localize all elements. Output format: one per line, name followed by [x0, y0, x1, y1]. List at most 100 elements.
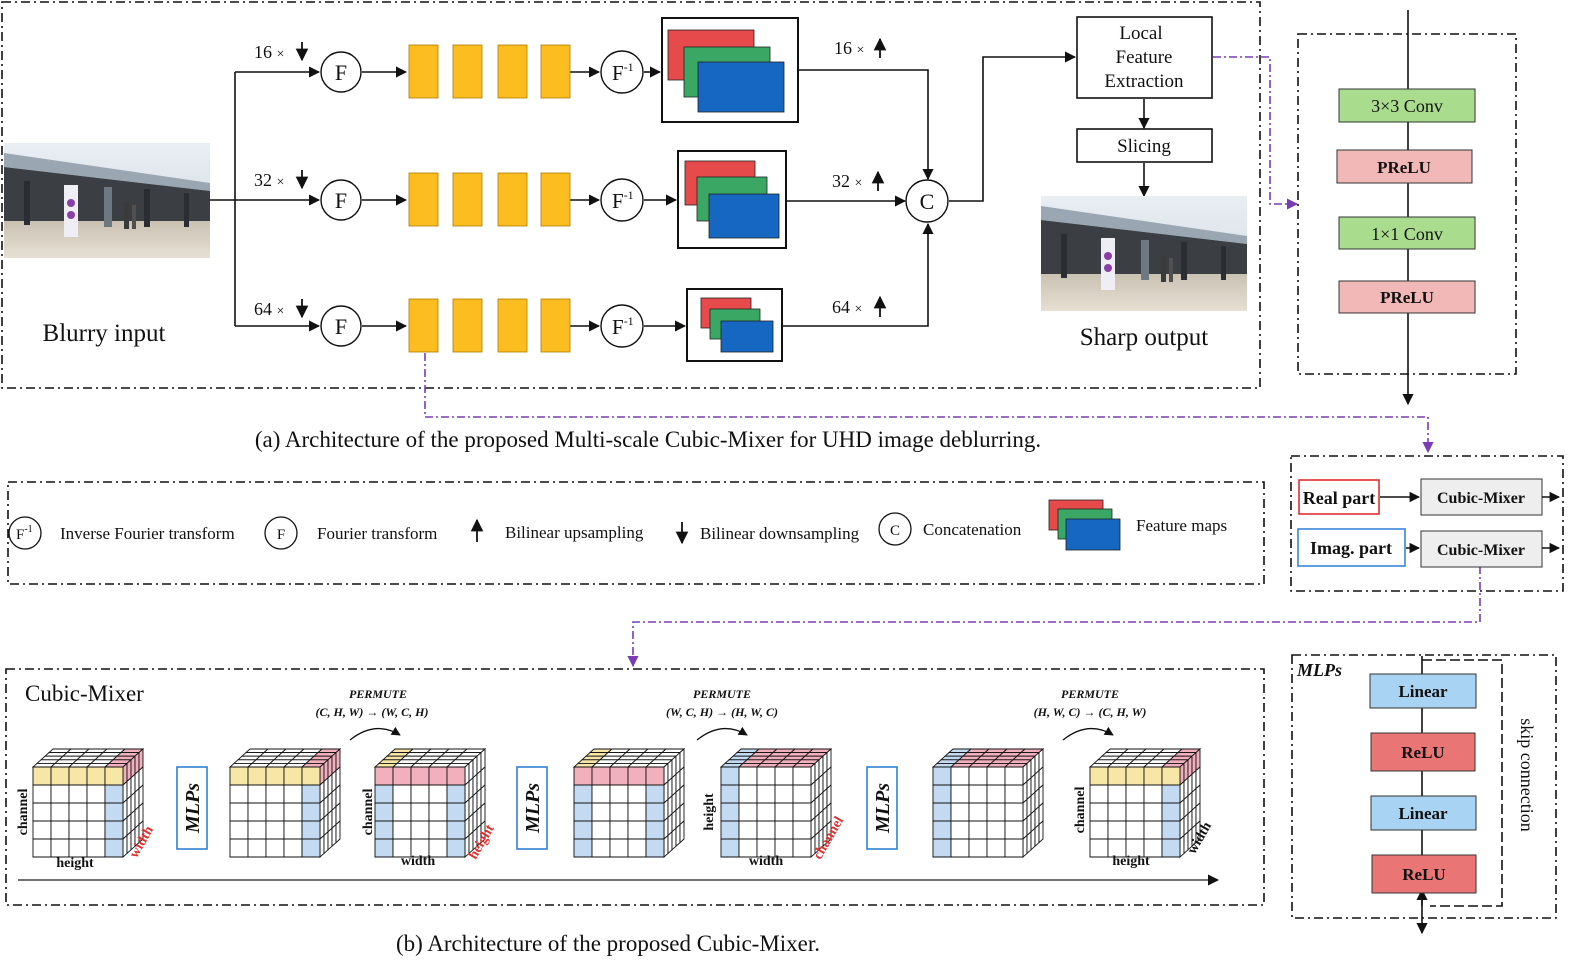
cube-front-cell [32, 784, 52, 804]
cube-front-cell [792, 766, 812, 786]
cube-front-cell [32, 766, 52, 786]
svg-text:Concatenation: Concatenation [923, 520, 1022, 539]
cube-front-cell [32, 820, 52, 840]
cube-front-cell [247, 802, 267, 822]
cube-front-cell [86, 766, 106, 786]
panel-b-frame [5, 668, 1265, 906]
cube-front-cell [932, 820, 952, 840]
cube-front-cell [1004, 820, 1024, 840]
cube-front-cell [1161, 802, 1181, 822]
cube-front-cell [1004, 838, 1024, 858]
cube-front-cell [50, 838, 70, 858]
cube-front-cell [428, 802, 448, 822]
cube-front-cell [301, 820, 321, 840]
cube-front-cell [301, 838, 321, 858]
feature-maps-medium [677, 150, 787, 249]
cube-front-cell [301, 802, 321, 822]
cube-front-cell [1107, 766, 1127, 786]
cube-front-cell [283, 820, 303, 840]
mixer-blocks [408, 44, 571, 353]
svg-text:Fourier transform: Fourier transform [317, 524, 437, 543]
svg-text:Local: Local [1119, 23, 1162, 44]
cube-front-cell [428, 820, 448, 840]
cube-front-cell [756, 766, 776, 786]
cube-front-cell [932, 802, 952, 822]
legend: F-1 Inverse Fourier transform F Fourier … [8, 499, 1227, 551]
cube-front-cell [1107, 802, 1127, 822]
tensor-cube [228, 747, 342, 859]
cube-front-cell [609, 784, 629, 804]
cube-front-cell [1004, 784, 1024, 804]
svg-text:Real part: Real part [1303, 488, 1375, 508]
cube-front-cell [573, 802, 593, 822]
svg-text:64 ×: 64 × [832, 297, 862, 317]
cube-front-cell [410, 784, 430, 804]
cube-front-cell [301, 766, 321, 786]
cube-front-cell [986, 784, 1006, 804]
cube-front-cell [104, 784, 124, 804]
svg-text:(W, C, H) → (H, W, C): (W, C, H) → (H, W, C) [666, 705, 778, 719]
svg-text:MLPs: MLPs [182, 783, 204, 834]
svg-text:width: width [749, 854, 783, 869]
cube-front-cell [229, 784, 249, 804]
cube-front-cell [968, 820, 988, 840]
cube-front-cell [738, 802, 758, 822]
svg-text:Cubic-Mixer: Cubic-Mixer [1437, 490, 1525, 507]
cube-front-cell [720, 802, 740, 822]
cube-front-cell [720, 766, 740, 786]
cube-front-cell [446, 838, 466, 858]
cube-side-cell [335, 819, 341, 844]
cube-front-cell [591, 784, 611, 804]
svg-text:F: F [335, 188, 347, 213]
blurry-input-label: Blurry input [43, 320, 166, 347]
cube-front-cell [645, 802, 665, 822]
conv-block: 3×3 Conv PReLU 1×1 Conv PReLU [1336, 10, 1476, 406]
cube-front-cell [968, 766, 988, 786]
permute-labels: PERMUTE (C, H, W) → (W, C, H) PERMUTE (W… [316, 687, 1146, 741]
cube-front-cell [410, 820, 430, 840]
cube-front-cell [1125, 766, 1145, 786]
svg-text:F: F [335, 314, 347, 339]
cube-front-cell [1161, 766, 1181, 786]
cube-front-cell [68, 820, 88, 840]
cube-front-cell [1143, 802, 1163, 822]
cube-front-cell [104, 766, 124, 786]
cube-front-cell [645, 838, 665, 858]
tensor-cube [1088, 747, 1202, 859]
cube-front-cell [247, 784, 267, 804]
cube-front-cell [950, 784, 970, 804]
cube-front-cell [645, 784, 665, 804]
cube-front-cell [1143, 784, 1163, 804]
svg-text:64 ×: 64 × [254, 299, 284, 319]
svg-text:Imag. part: Imag. part [1310, 538, 1392, 558]
svg-text:height: height [56, 856, 94, 871]
cube-front-cell [283, 766, 303, 786]
feature-maps-small [686, 288, 783, 362]
svg-text:height: height [702, 793, 717, 831]
svg-text:height: height [1112, 854, 1150, 869]
svg-text:F: F [335, 60, 347, 85]
cube-front-cell [265, 784, 285, 804]
cube-front-cell [774, 820, 794, 840]
panel-a-frame [1, 1, 1261, 389]
svg-text:Extraction: Extraction [1104, 71, 1184, 92]
cube-front-cell [50, 784, 70, 804]
cube-front-cell [1143, 820, 1163, 840]
cube-front-cell [774, 802, 794, 822]
cube-front-cell [50, 802, 70, 822]
cube-front-cell [792, 838, 812, 858]
svg-text:32 ×: 32 × [832, 171, 862, 191]
cube-front-cell [374, 820, 394, 840]
svg-text:F-1: F-1 [612, 60, 634, 85]
cube-front-cell [265, 820, 285, 840]
cube-front-cell [627, 784, 647, 804]
cube-front-cell [50, 820, 70, 840]
cube-front-cell [720, 820, 740, 840]
cube-front-cell [720, 838, 740, 858]
cube-front-cell [774, 766, 794, 786]
cube-front-cell [68, 802, 88, 822]
sharp-output-image [1041, 196, 1247, 311]
cube-front-cell [968, 838, 988, 858]
tensor-cube [931, 747, 1045, 859]
